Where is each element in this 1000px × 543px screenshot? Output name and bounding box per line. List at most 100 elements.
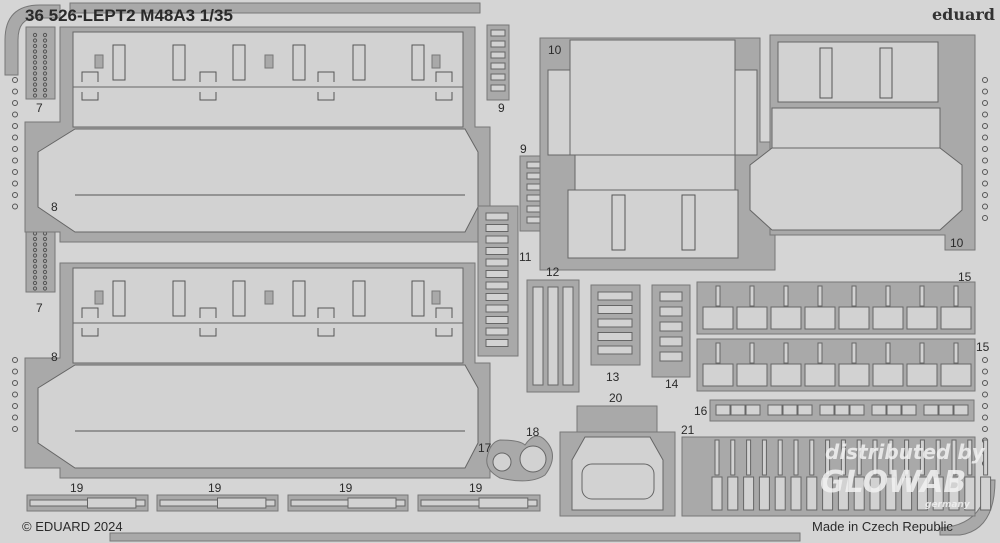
hole (42, 76, 48, 82)
label-21: 21 (681, 423, 695, 437)
copyright-text: © EDUARD 2024 (22, 519, 123, 534)
slot (232, 44, 246, 81)
part-7-strip (25, 26, 56, 100)
rivet-dot (12, 414, 18, 421)
rivet-dot (12, 157, 18, 164)
rivet-dot (982, 157, 988, 164)
hole (42, 236, 48, 242)
part-16-segment (871, 404, 887, 416)
part-15-segment (872, 306, 904, 330)
part-15-segment (838, 306, 870, 330)
part-21-stem (809, 439, 815, 476)
part-21-blades (711, 439, 992, 511)
tab (490, 84, 506, 92)
watermark-glowab: GLOWAB (820, 465, 966, 500)
rivet-dot (982, 426, 988, 432)
hole (42, 43, 48, 49)
rivet-dot (982, 380, 988, 386)
hole (32, 82, 38, 87)
slot (292, 280, 306, 317)
part-number-labels: 7 8 7 8 9 9 10 10 11 12 13 14 15 15 16 1… (36, 43, 990, 495)
part-21-blade (790, 476, 802, 511)
part-15-stem (783, 285, 789, 307)
tray-base (37, 364, 479, 469)
tray-base (37, 128, 479, 233)
part-21-stem (777, 439, 783, 476)
hole (32, 247, 38, 253)
hole (32, 258, 38, 264)
hole (32, 43, 38, 49)
part-14-tab (659, 306, 683, 317)
tray-fold (72, 322, 464, 364)
hole (32, 38, 38, 43)
rivet-dot (12, 426, 18, 432)
part-12-bar (562, 286, 574, 386)
label-18: 18 (526, 425, 540, 439)
label-12: 12 (546, 265, 560, 279)
part-21-stem (872, 439, 878, 476)
part-21-stem (983, 439, 989, 476)
hole (42, 269, 48, 275)
part-21-blade (932, 476, 944, 511)
label-8: 8 (51, 200, 58, 214)
rivet-dot (982, 111, 988, 118)
tab (94, 290, 104, 305)
part-16-segment (901, 404, 917, 416)
slot (411, 44, 425, 81)
fret-title: 36 526-LEPT2 M48A3 1/35 (25, 6, 233, 25)
part-15-stem (851, 285, 857, 307)
hole (32, 60, 38, 65)
hole (42, 38, 48, 43)
label-15: 15 (958, 270, 972, 284)
part-15-segment (770, 363, 802, 387)
brand-logo: eduard (932, 5, 995, 24)
fold-bracket (317, 71, 335, 101)
tab (485, 327, 509, 336)
slot (879, 47, 893, 99)
watermark-distributed-by: distributed by (825, 440, 986, 464)
part-15-stem (817, 285, 823, 307)
label-8: 8 (51, 350, 58, 364)
rivet-dot (12, 357, 18, 363)
slot (232, 280, 246, 317)
slot (172, 280, 186, 317)
hole (42, 54, 48, 60)
part-12-bar (547, 286, 559, 386)
hole (42, 247, 48, 253)
part-15-segment (906, 306, 938, 330)
rivet-dot (982, 146, 988, 152)
part-16-segment (782, 404, 798, 416)
part-10-panel (567, 189, 739, 259)
part-21-blade (774, 476, 786, 511)
slot (411, 280, 425, 317)
label-19: 19 (208, 481, 222, 495)
hole (32, 32, 38, 38)
part-21-stem (761, 439, 767, 476)
part-21-stem (714, 439, 720, 476)
label-19: 19 (339, 481, 353, 495)
part-21-blade (885, 476, 897, 511)
origin-text: Made in Czech Republic (812, 519, 953, 534)
rivet-dot (982, 368, 988, 375)
rivet-dot (12, 380, 18, 386)
label-19: 19 (469, 481, 483, 495)
part-13-tab (597, 291, 633, 301)
rivet-dot (982, 180, 988, 187)
part-15-segment (702, 363, 734, 387)
part-15-segment (872, 363, 904, 387)
fold-bracket (199, 71, 217, 101)
hole (32, 275, 38, 280)
label-16: 16 (694, 404, 708, 418)
tab (431, 54, 441, 69)
part-10-panel (777, 41, 939, 103)
slot (611, 194, 626, 251)
part-16-segment (834, 404, 850, 416)
rivet-dot (982, 134, 988, 141)
tray-fold (72, 86, 464, 128)
slot (819, 47, 833, 99)
slot (681, 194, 696, 251)
part-15-segment (736, 363, 768, 387)
part-15-segment (940, 306, 972, 330)
hole (42, 258, 48, 264)
part-21-stem (951, 439, 957, 476)
